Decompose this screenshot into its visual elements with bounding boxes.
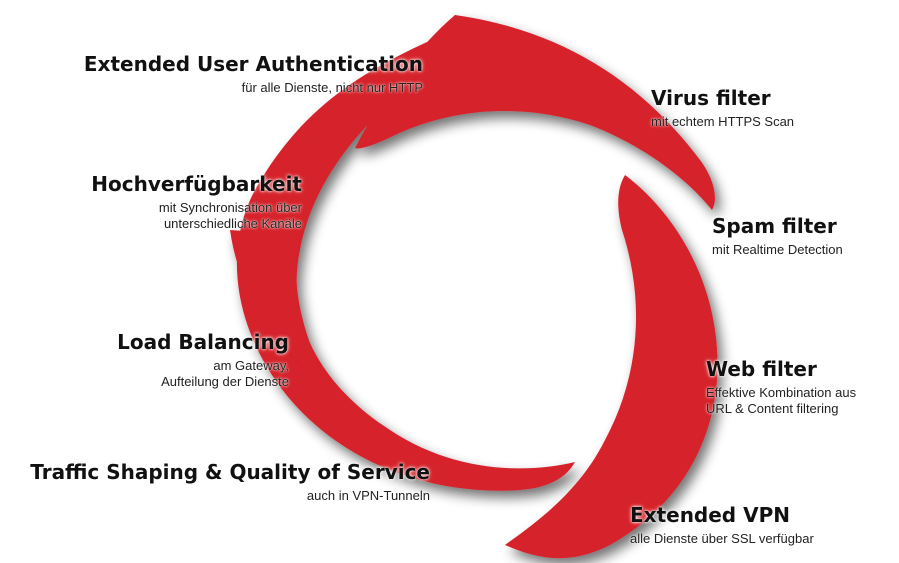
feature-title: Spam filter bbox=[712, 214, 837, 238]
feature-title: Traffic Shaping & Quality of Service bbox=[30, 460, 430, 484]
feature-description: auch in VPN-Tunneln bbox=[306, 488, 430, 503]
feature-spam-filter: Spam filter mit Realtime Detection bbox=[712, 214, 843, 258]
feature-description: alle Dienste über SSL verfügbar bbox=[630, 531, 814, 546]
feature-title: Extended User Authentication bbox=[83, 52, 423, 76]
feature-title: Virus filter bbox=[651, 86, 771, 110]
feature-description: am Gateway, Aufteilung der Dienste bbox=[161, 358, 289, 389]
feature-description: für alle Dienste, nicht nur HTTP bbox=[241, 80, 423, 95]
feature-title: Web filter bbox=[706, 357, 817, 381]
feature-description: mit Realtime Detection bbox=[712, 242, 843, 257]
feature-web-filter: Web filter Effektive Kombination aus URL… bbox=[706, 357, 856, 417]
feature-description: mit echtem HTTPS Scan bbox=[651, 114, 795, 129]
arc-segment-top bbox=[355, 15, 715, 210]
feature-virus-filter: Virus filter mit echtem HTTPS Scan bbox=[651, 86, 794, 130]
feature-traffic-shaping: Traffic Shaping & Quality of Service auc… bbox=[30, 460, 430, 504]
feature-title: Extended VPN bbox=[630, 503, 790, 527]
arc-segment-right bbox=[505, 175, 718, 559]
feature-title: Hochverfügbarkeit bbox=[91, 172, 302, 196]
feature-hochverfuegbarkeit: Hochverfügbarkeit mit Synchronisation üb… bbox=[91, 172, 302, 232]
feature-extended-vpn: Extended VPN alle Dienste über SSL verfü… bbox=[630, 503, 814, 547]
arc-seam-inner bbox=[230, 230, 330, 390]
feature-title: Load Balancing bbox=[117, 330, 289, 354]
feature-load-balancing: Load Balancing am Gateway, Aufteilung de… bbox=[117, 330, 289, 390]
feature-extended-user-authentication: Extended User Authentication für alle Di… bbox=[84, 52, 423, 96]
feature-description: Effektive Kombination aus URL & Content … bbox=[706, 385, 857, 416]
feature-description: mit Synchronisation über unterschiedlich… bbox=[158, 200, 302, 231]
